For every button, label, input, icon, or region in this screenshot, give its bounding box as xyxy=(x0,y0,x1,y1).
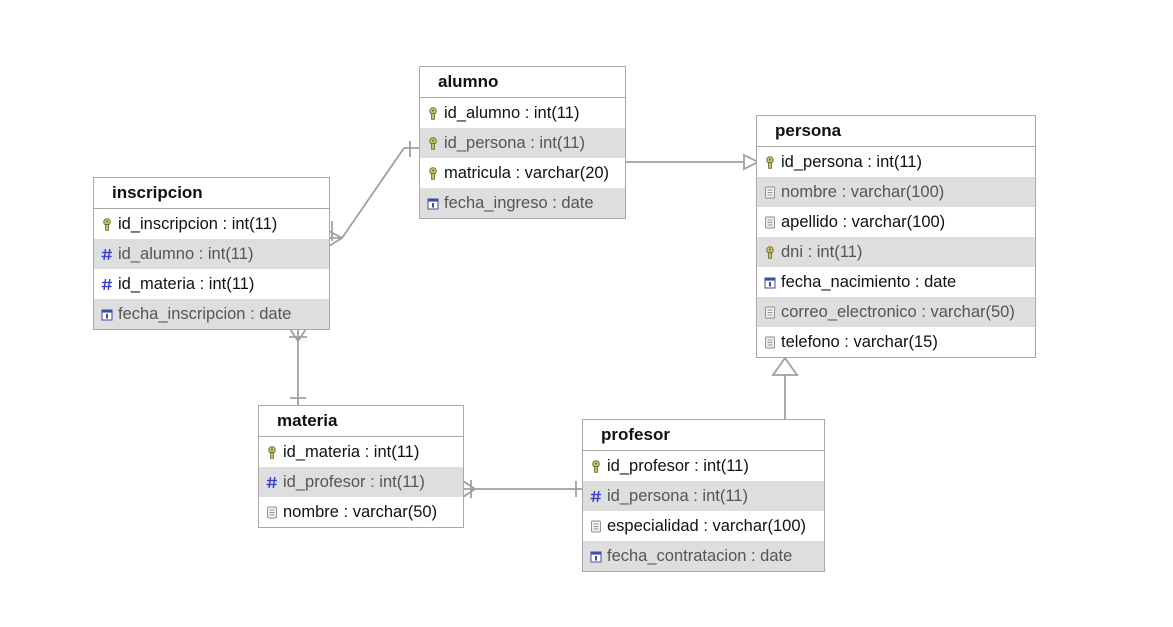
field-label: correo_electronico : varchar(50) xyxy=(781,303,1015,321)
field-row[interactable]: id_alumno : int(11) xyxy=(420,98,625,128)
link-inscripcion-alumno xyxy=(328,141,420,247)
field-row[interactable]: especialidad : varchar(100) xyxy=(583,511,824,541)
field-row[interactable]: id_profesor : int(11) xyxy=(583,451,824,481)
field-label: nombre : varchar(100) xyxy=(781,183,945,201)
field-row[interactable]: id_materia : int(11) xyxy=(259,437,463,467)
entity-profesor[interactable]: profesor id_profesor : int(11) id_persona… xyxy=(582,419,825,572)
field-label: nombre : varchar(50) xyxy=(283,503,438,521)
field-row[interactable]: telefono : varchar(15) xyxy=(757,327,1035,357)
field-label: id_persona : int(11) xyxy=(781,153,922,171)
field-row[interactable]: dni : int(11) xyxy=(757,237,1035,267)
field-label: id_materia : int(11) xyxy=(118,275,255,293)
field-row[interactable]: id_persona : int(11) xyxy=(583,481,824,511)
field-row[interactable]: fecha_contratacion : date xyxy=(583,541,824,571)
field-label: id_alumno : int(11) xyxy=(444,104,580,122)
entity-inscripcion[interactable]: inscripcion id_inscripcion : int(11) id_a… xyxy=(93,177,330,330)
field-label: id_profesor : int(11) xyxy=(283,473,425,491)
field-row[interactable]: fecha_inscripcion : date xyxy=(94,299,329,329)
field-row[interactable]: nombre : varchar(100) xyxy=(757,177,1035,207)
entity-alumno[interactable]: alumno id_alumno : int(11) id_persona : i… xyxy=(419,66,626,219)
field-row[interactable]: correo_electronico : varchar(50) xyxy=(757,297,1035,327)
field-label: dni : int(11) xyxy=(781,243,863,261)
entity-title: persona xyxy=(757,116,1035,147)
field-row[interactable]: fecha_ingreso : date xyxy=(420,188,625,218)
field-label: apellido : varchar(100) xyxy=(781,213,946,231)
field-row[interactable]: id_materia : int(11) xyxy=(94,269,329,299)
link-alumno-persona xyxy=(625,153,761,171)
field-label: matricula : varchar(20) xyxy=(444,164,610,182)
field-row[interactable]: matricula : varchar(20) xyxy=(420,158,625,188)
field-row[interactable]: id_inscripcion : int(11) xyxy=(94,209,329,239)
entity-title: inscripcion xyxy=(94,178,329,209)
entity-title: profesor xyxy=(583,420,824,451)
link-profesor-persona xyxy=(771,356,799,419)
field-row[interactable]: id_profesor : int(11) xyxy=(259,467,463,497)
field-row[interactable]: nombre : varchar(50) xyxy=(259,497,463,527)
field-row[interactable]: apellido : varchar(100) xyxy=(757,207,1035,237)
field-label: fecha_nacimiento : date xyxy=(781,273,957,291)
entity-title: materia xyxy=(259,406,463,437)
field-label: id_inscripcion : int(11) xyxy=(118,215,278,233)
entity-persona[interactable]: persona id_persona : int(11) nombre : var… xyxy=(756,115,1036,358)
entity-title: alumno xyxy=(420,67,625,98)
field-label: especialidad : varchar(100) xyxy=(607,517,807,535)
field-label: fecha_ingreso : date xyxy=(444,194,594,212)
field-label: id_profesor : int(11) xyxy=(607,457,749,475)
field-row[interactable]: id_persona : int(11) xyxy=(757,147,1035,177)
field-label: id_alumno : int(11) xyxy=(118,245,254,263)
field-label: id_materia : int(11) xyxy=(283,443,420,461)
field-row[interactable]: id_persona : int(11) xyxy=(420,128,625,158)
field-label: fecha_inscripcion : date xyxy=(118,305,292,323)
field-row[interactable]: fecha_nacimiento : date xyxy=(757,267,1035,297)
field-row[interactable]: id_alumno : int(11) xyxy=(94,239,329,269)
field-label: fecha_contratacion : date xyxy=(607,547,793,565)
field-label: id_persona : int(11) xyxy=(444,134,585,152)
field-label: id_persona : int(11) xyxy=(607,487,748,505)
link-inscripcion-materia xyxy=(289,328,307,405)
entity-materia[interactable]: materia id_materia : int(11) id_profesor … xyxy=(258,405,464,528)
field-label: telefono : varchar(15) xyxy=(781,333,938,351)
link-materia-profesor xyxy=(462,480,583,498)
